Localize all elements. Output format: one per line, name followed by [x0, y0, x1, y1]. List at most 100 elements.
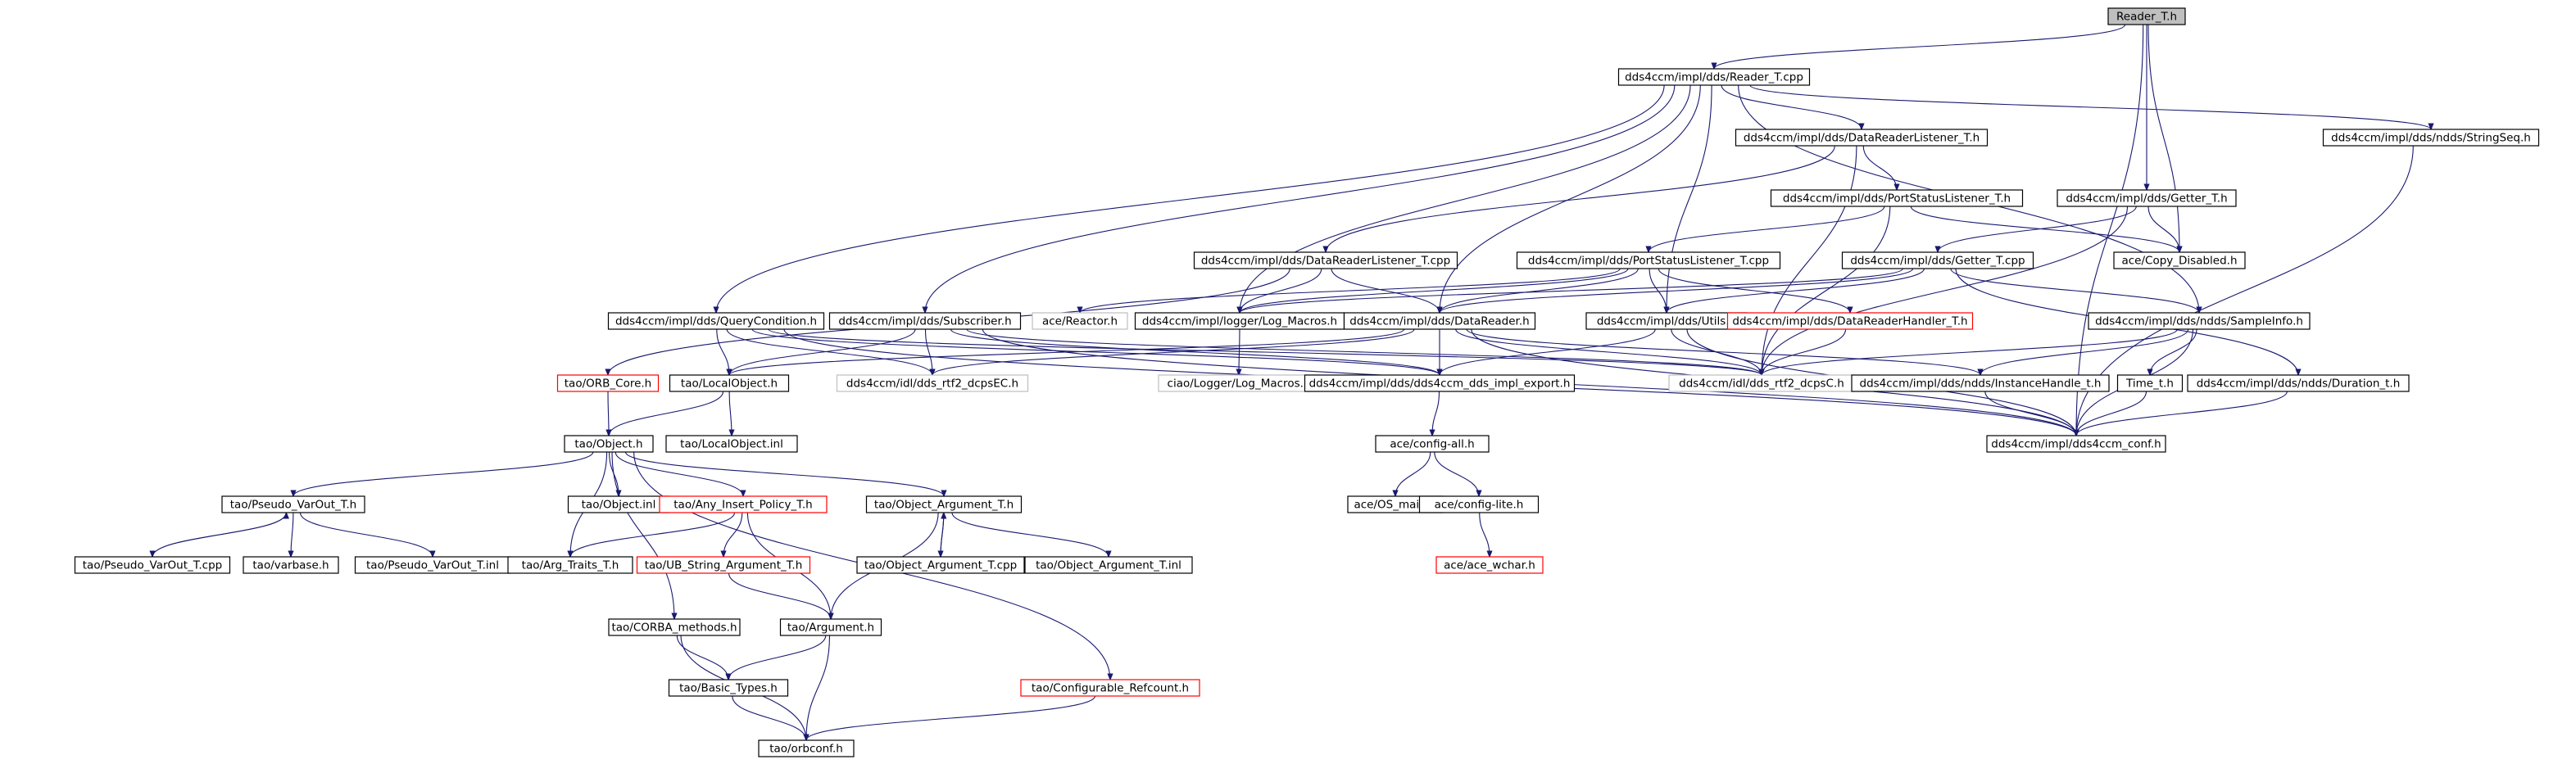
node-configurable-refcount-h[interactable]: tao/Configurable_Refcount.h — [1020, 679, 1200, 697]
node-time-t-h[interactable]: Time_t.h — [2116, 374, 2184, 392]
edge-object_h-to-pseudo_varout_t_h — [293, 451, 594, 496]
edge-psl_t_h-to-psl_t_cpp — [1649, 206, 1885, 252]
node-box — [779, 618, 882, 636]
edge-localobject_h-to-localobject_inl — [729, 391, 732, 436]
node-querycondition-h[interactable]: dds4ccm/impl/dds/QueryCondition.h — [607, 312, 825, 330]
node-config-lite-h[interactable]: ace/config-lite.h — [1418, 495, 1540, 513]
node-duration-t-h[interactable]: dds4ccm/impl/dds/ndds/Duration_t.h — [2187, 374, 2410, 392]
node-label: tao/orbconf.h — [769, 743, 843, 756]
node-orbconf-h[interactable]: tao/orbconf.h — [758, 739, 855, 757]
node-subscriber-h[interactable]: dds4ccm/impl/dds/Subscriber.h — [828, 312, 1022, 330]
node-datareader-h[interactable]: dds4ccm/impl/dds/DataReader.h — [1343, 312, 1536, 330]
node-box — [758, 739, 855, 757]
node-stringseq-h[interactable]: dds4ccm/impl/dds/ndds/StringSeq.h — [2322, 129, 2540, 147]
node-label: dds4ccm/impl/dds/ndds/StringSeq.h — [2331, 132, 2531, 145]
edge-any_insert_policy_t_h-to-ub_string_argument_t_h — [723, 512, 743, 557]
node-impl-export-h[interactable]: dds4ccm/impl/dds/dds4ccm_dds_impl_export… — [1304, 374, 1576, 392]
node-object-argument-t-cpp[interactable]: tao/Object_Argument_T.cpp — [856, 556, 1025, 574]
node-box — [2107, 7, 2186, 25]
edge-datareader_h-to-dcpsec_h — [932, 328, 1415, 376]
node-box — [1020, 679, 1200, 697]
node-utils-h[interactable]: dds4ccm/impl/dds/Utils.h — [1585, 312, 1748, 330]
node-object-inl[interactable]: tao/Object.inl — [567, 495, 670, 513]
node-label: tao/varbase.h — [252, 559, 329, 572]
node-pseudo-varout-t-inl[interactable]: tao/Pseudo_VarOut_T.inl — [354, 556, 511, 574]
node-label: Time_t.h — [2125, 377, 2174, 391]
node-drh-t-h[interactable]: dds4ccm/impl/dds/DataReaderHandler_T.h — [1726, 312, 1974, 330]
edge-config_all_h-to-os_main_h — [1395, 451, 1431, 496]
node-reactor-h[interactable]: ace/Reactor.h — [1032, 312, 1128, 330]
node-object-argument-t-h[interactable]: tao/Object_Argument_T.h — [865, 495, 1023, 513]
node-sampleinfo-h[interactable]: dds4ccm/impl/dds/ndds/SampleInfo.h — [2088, 312, 2311, 330]
node-getter-t-cpp[interactable]: dds4ccm/impl/dds/Getter_T.cpp — [1841, 251, 2034, 269]
node-copy-disabled-h[interactable]: ace/Copy_Disabled.h — [2113, 251, 2246, 269]
node-any-insert-policy-t-h[interactable]: tao/Any_Insert_Policy_T.h — [659, 495, 828, 513]
node-reader-t-h[interactable]: Reader_T.h — [2107, 7, 2186, 25]
node-label: tao/Arg_Traits_T.h — [522, 559, 619, 572]
edge-sampleinfo_h-to-time_t_h — [2150, 328, 2197, 375]
edge-reader_t_cpp-to-subscriber_h — [925, 84, 1676, 313]
node-config-all-h[interactable]: ace/config-all.h — [1375, 435, 1490, 453]
node-label: dds4ccm/impl/dds/Getter_T.h — [2066, 192, 2227, 206]
edge-querycondition_h-to-dcpsec_h — [726, 328, 932, 375]
node-label: dds4ccm/impl/dds/PortStatusListener_T.cp… — [1528, 255, 1769, 268]
node-arg-traits-t-h[interactable]: tao/Arg_Traits_T.h — [507, 556, 633, 574]
node-dcpsc-h[interactable]: dds4ccm/idl/dds_rtf2_dcpsC.h — [1668, 374, 1855, 392]
node-instancehandle-t-h[interactable]: dds4ccm/impl/dds/ndds/InstanceHandle_t.h — [1851, 374, 2110, 392]
node-localobject-h[interactable]: tao/LocalObject.h — [669, 374, 790, 392]
edge-orb_core_h-to-object_h — [608, 391, 609, 436]
edge-subscriber_h-to-impl_export_h — [950, 328, 1440, 375]
edge-duration_t_h-to-dds4ccm_conf_h — [2076, 391, 2288, 436]
node-log-macros-h[interactable]: dds4ccm/impl/logger/Log_Macros.h — [1134, 312, 1345, 330]
node-pseudo-varout-t-cpp[interactable]: tao/Pseudo_VarOut_T.cpp — [74, 556, 231, 574]
edge-config_all_h-to-config_lite_h — [1434, 451, 1479, 496]
node-corba-methods-h[interactable]: tao/CORBA_methods.h — [608, 618, 741, 636]
edge-object_argument_t_h-to-object_argument_t_inl — [951, 512, 1109, 557]
node-basic-types-h[interactable]: tao/Basic_Types.h — [668, 679, 789, 697]
edge-reader_t_h-to-dds4ccm_conf_h — [2076, 24, 2144, 436]
edge-psl_t_cpp-to-utils_h — [1649, 268, 1667, 313]
edge-drl_t_h-to-drl_t_cpp — [1326, 145, 1835, 252]
edge-localobject_h-to-object_h — [609, 391, 724, 436]
edge-querycondition_h-to-localobject_h — [716, 328, 729, 375]
node-label: ciao/Logger/Log_Macros.h — [1168, 377, 1311, 391]
node-dcpsec-h[interactable]: dds4ccm/idl/dds_rtf2_dcpsEC.h — [836, 374, 1029, 392]
node-label: dds4ccm/impl/dds/Reader_T.cpp — [1625, 71, 1803, 84]
node-dds4ccm-conf-h[interactable]: dds4ccm/impl/dds4ccm_conf.h — [1986, 435, 2166, 453]
edge-basic_types_h-to-orbconf_h — [732, 695, 806, 740]
node-label: ace/ace_wchar.h — [1444, 559, 1535, 572]
edge-psl_t_h-to-dcpsc_h — [1762, 206, 1891, 375]
node-localobject-inl[interactable]: tao/LocalObject.inl — [665, 435, 798, 453]
node-ub-string-argument-t-h[interactable]: tao/UB_String_Argument_T.h — [636, 556, 811, 574]
node-box — [1841, 251, 2034, 269]
node-box — [607, 312, 825, 330]
node-label: tao/Configurable_Refcount.h — [1032, 682, 1189, 695]
node-ace-wchar-h[interactable]: ace/ace_wchar.h — [1435, 556, 1544, 574]
node-box — [2187, 374, 2410, 392]
node-varbase-h[interactable]: tao/varbase.h — [243, 556, 339, 574]
node-getter-t-h[interactable]: dds4ccm/impl/dds/Getter_T.h — [2057, 189, 2237, 207]
node-label: tao/Object_Argument_T.cpp — [864, 559, 1017, 572]
node-box — [1375, 435, 1490, 453]
edge-reader_t_cpp-to-drl_t_h — [1721, 84, 1862, 129]
node-ciao-log-macros-h[interactable]: ciao/Logger/Log_Macros.h — [1158, 374, 1320, 392]
node-box — [608, 618, 741, 636]
edge-pseudo_varout_t_cpp-to-pseudo_varout_t_h — [152, 513, 286, 558]
node-box — [636, 556, 811, 574]
node-object-argument-t-inl[interactable]: tao/Object_Argument_T.inl — [1024, 556, 1193, 574]
node-argument-h[interactable]: tao/Argument.h — [779, 618, 882, 636]
node-label: dds4ccm/impl/dds/ndds/SampleInfo.h — [2095, 315, 2303, 328]
node-box — [668, 679, 789, 697]
edge-psl_t_h-to-copy_disabled_h — [1910, 206, 2179, 252]
node-object-h[interactable]: tao/Object.h — [564, 435, 654, 453]
node-orb-core-h[interactable]: tao/ORB_Core.h — [556, 374, 660, 392]
node-drl-t-h[interactable]: dds4ccm/impl/dds/DataReaderListener_T.h — [1735, 129, 1989, 147]
node-drl-t-cpp[interactable]: dds4ccm/impl/dds/DataReaderListener_T.cp… — [1193, 251, 1458, 269]
node-psl-t-h[interactable]: dds4ccm/impl/dds/PortStatusListener_T.h — [1770, 189, 2024, 207]
node-box — [1516, 251, 1781, 269]
node-label: tao/UB_String_Argument_T.h — [645, 559, 803, 572]
node-pseudo-varout-t-h[interactable]: tao/Pseudo_VarOut_T.h — [221, 495, 365, 513]
node-psl-t-cpp[interactable]: dds4ccm/impl/dds/PortStatusListener_T.cp… — [1516, 251, 1781, 269]
node-reader-t-cpp[interactable]: dds4ccm/impl/dds/Reader_T.cpp — [1617, 68, 1811, 86]
